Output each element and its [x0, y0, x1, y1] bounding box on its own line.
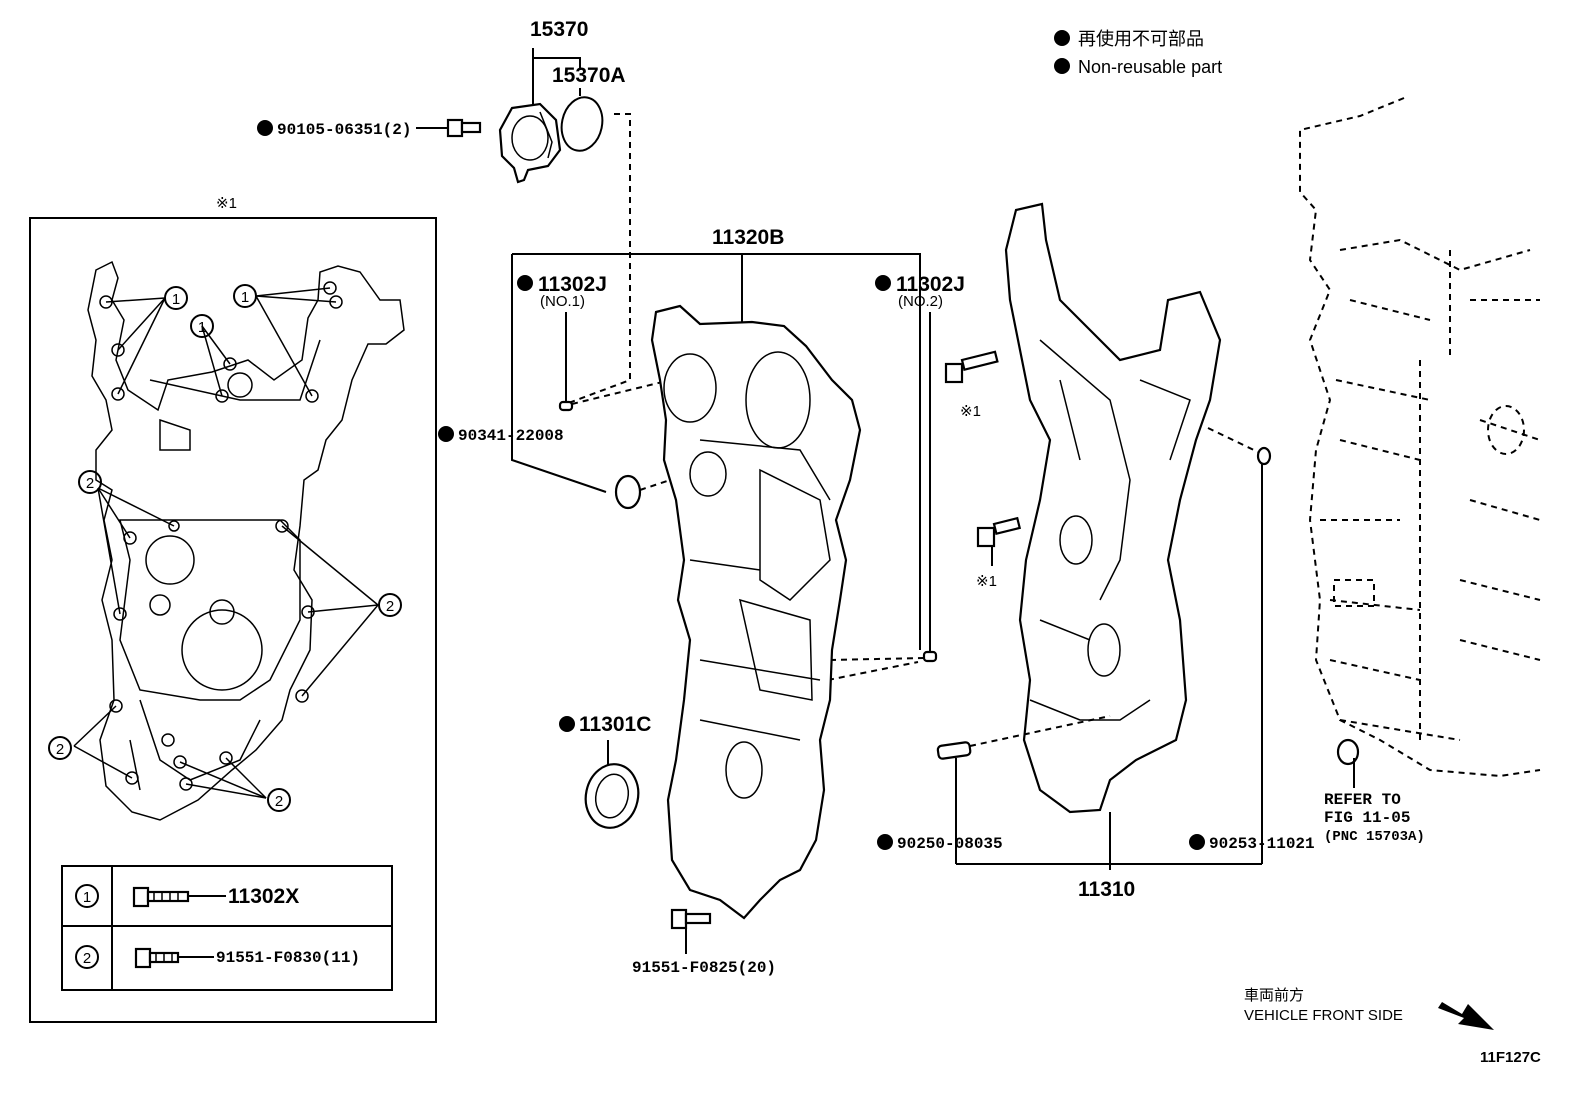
part-91551-F0825-group: 91551-F0825(20): [632, 908, 776, 977]
dowel-pin: [922, 650, 938, 663]
svg-text:2: 2: [86, 475, 94, 492]
callout-circle-1: 1: [164, 286, 188, 310]
svg-text:※1: ※1: [960, 403, 981, 420]
bolt-icon: [944, 350, 999, 384]
non-reusable-bullet-icon: [877, 834, 893, 850]
svg-text:(NO.1): (NO.1): [540, 293, 585, 310]
svg-text:15370: 15370: [530, 18, 588, 41]
callout-circle-2: 2: [78, 470, 102, 494]
front-arrow-icon: [1438, 1002, 1494, 1030]
oil-seal: [584, 763, 640, 829]
svg-text:1: 1: [83, 889, 91, 906]
non-reusable-bullet-icon: [1189, 834, 1205, 850]
inset-part-label: 11302X: [228, 885, 299, 908]
dowel-pin: [558, 400, 574, 412]
non-reusable-bullet-icon: [438, 426, 454, 442]
part-11301C-group: 11301C: [559, 713, 651, 829]
svg-text:1: 1: [241, 289, 249, 306]
inset-panel: ※1: [29, 195, 437, 1023]
dowel-pin: [936, 741, 972, 760]
legend-en: Non-reusable part: [1078, 57, 1222, 77]
svg-text:※1: ※1: [976, 573, 997, 590]
svg-text:90341-22008: 90341-22008: [458, 427, 564, 445]
svg-text:11302J: 11302J: [538, 273, 607, 296]
non-reusable-bullet-icon: [257, 120, 273, 136]
callout-circle-1: 1: [233, 284, 257, 308]
part-11320B-group: 11320B 11302J (NO.1) 11302J (NO.2) 90341…: [438, 226, 965, 920]
svg-text:REFER TO: REFER TO: [1324, 791, 1401, 809]
svg-text:(NO.2): (NO.2): [898, 293, 943, 310]
o-ring: [560, 96, 604, 152]
plug: [614, 474, 642, 510]
svg-text:(PNC 15703A): (PNC 15703A): [1324, 829, 1425, 845]
inset-part-label: 91551-F0830(11): [216, 949, 360, 967]
legend: 再使用不可部品 Non-reusable part: [1054, 29, 1222, 77]
bolt-holes: [99, 281, 343, 791]
vehicle-direction: 車両前方 VEHICLE FRONT SIDE: [1244, 987, 1494, 1030]
callout-lines-2: [73, 487, 379, 799]
svg-text:15370A: 15370A: [552, 64, 626, 87]
svg-text:1: 1: [198, 319, 206, 336]
part-11310-group: ※1 ※1 90250-08035 90253-11021 11310: [877, 202, 1315, 901]
svg-text:2: 2: [275, 793, 283, 810]
svg-text:11320B: 11320B: [712, 226, 784, 249]
non-reusable-bullet-icon: [559, 716, 575, 732]
svg-text:VEHICLE FRONT SIDE: VEHICLE FRONT SIDE: [1244, 1007, 1403, 1024]
non-reusable-bullet-icon: [1054, 58, 1070, 74]
callout-circle-2: 2: [378, 593, 402, 617]
svg-text:11310: 11310: [1078, 878, 1135, 901]
svg-text:11301C: 11301C: [579, 713, 651, 736]
timing-chain-housing-11310: [1004, 202, 1222, 814]
bolt-icon: [976, 516, 1022, 548]
svg-text:2: 2: [56, 741, 64, 758]
callout-circle-2: 2: [48, 736, 72, 760]
legend-jp: 再使用不可部品: [1078, 29, 1204, 49]
svg-text:90105-06351(2): 90105-06351(2): [277, 121, 411, 139]
svg-text:11302J: 11302J: [896, 273, 965, 296]
svg-text:91551-F0825(20): 91551-F0825(20): [632, 959, 776, 977]
svg-text:FIG 11-05: FIG 11-05: [1324, 809, 1410, 827]
callout-circle-1: 1: [190, 314, 214, 338]
svg-text:2: 2: [83, 950, 91, 967]
part-15370-group: 15370 15370A 90105-06351(2): [257, 18, 631, 405]
svg-text:90253-11021: 90253-11021: [1209, 835, 1315, 853]
non-reusable-bullet-icon: [517, 275, 533, 291]
dowel-pin: [1256, 446, 1272, 466]
inset-marker: ※1: [216, 195, 237, 212]
svg-text:2: 2: [386, 598, 394, 615]
bolt-icon: [132, 886, 190, 908]
engine-block-reference: REFER TO FIG 11-05 (PNC 15703A): [1299, 97, 1541, 845]
flange-bolt-icon: [134, 947, 180, 969]
timing-cover-11320B: [650, 304, 862, 920]
bolt-icon: [446, 118, 482, 138]
callout-circle-2: 2: [267, 788, 291, 812]
figure-id: 11F127C: [1480, 1049, 1541, 1066]
svg-text:1: 1: [172, 291, 180, 308]
non-reusable-bullet-icon: [1054, 30, 1070, 46]
svg-text:90250-08035: 90250-08035: [897, 835, 1003, 853]
non-reusable-bullet-icon: [875, 275, 891, 291]
flange-bolt-icon: [670, 908, 712, 930]
inset-legend-table: 1 11302X 2 91551-F0830(11): [61, 865, 393, 991]
callout-lines-1: [105, 287, 337, 397]
svg-text:車両前方: 車両前方: [1244, 987, 1304, 1004]
